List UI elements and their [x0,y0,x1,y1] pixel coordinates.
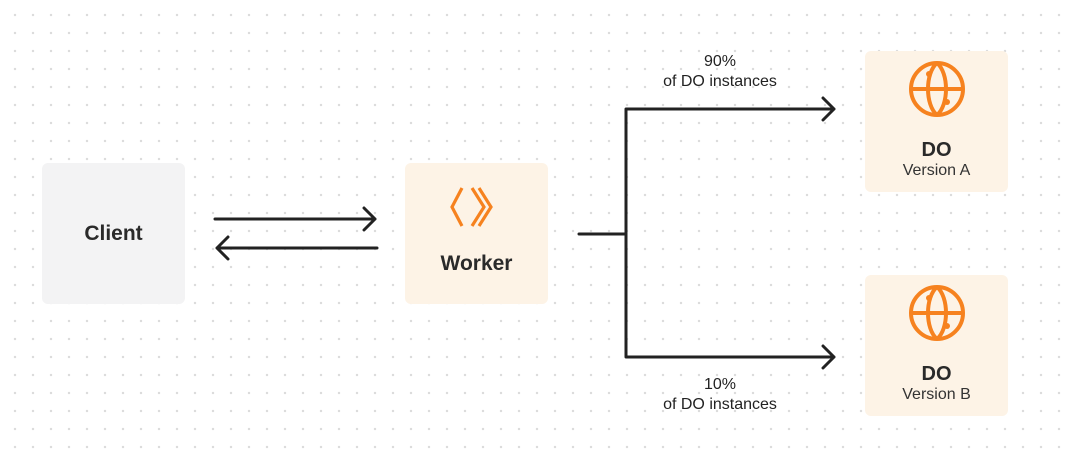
worker-label: Worker [440,251,513,275]
split-lower-line [624,232,836,370]
client-node: Client [42,163,185,304]
response-arrow [215,235,379,261]
request-arrow [213,206,377,232]
route-a-percent: 90% [703,53,737,70]
worker-node: Worker [405,163,548,304]
do-subtitle: Version B [902,385,971,403]
do-title: DO [921,362,952,385]
worker-split-line [577,96,836,236]
do-version-b-node: DO Version B [865,275,1008,416]
do-subtitle: Version A [902,161,971,179]
route-b-percent: 10% [703,376,737,393]
worker-chevrons-icon [449,186,493,227]
route-a-text: of DO instances [663,73,777,90]
globe-icon [908,284,965,341]
route-a-label: 90% of DO instances [630,52,810,92]
do-title: DO [921,138,952,161]
do-version-a-node: DO Version A [865,51,1008,192]
route-b-label: 10% of DO instances [630,375,810,415]
globe-icon [908,60,965,117]
route-b-text: of DO instances [663,396,777,413]
client-label: Client [84,221,143,245]
